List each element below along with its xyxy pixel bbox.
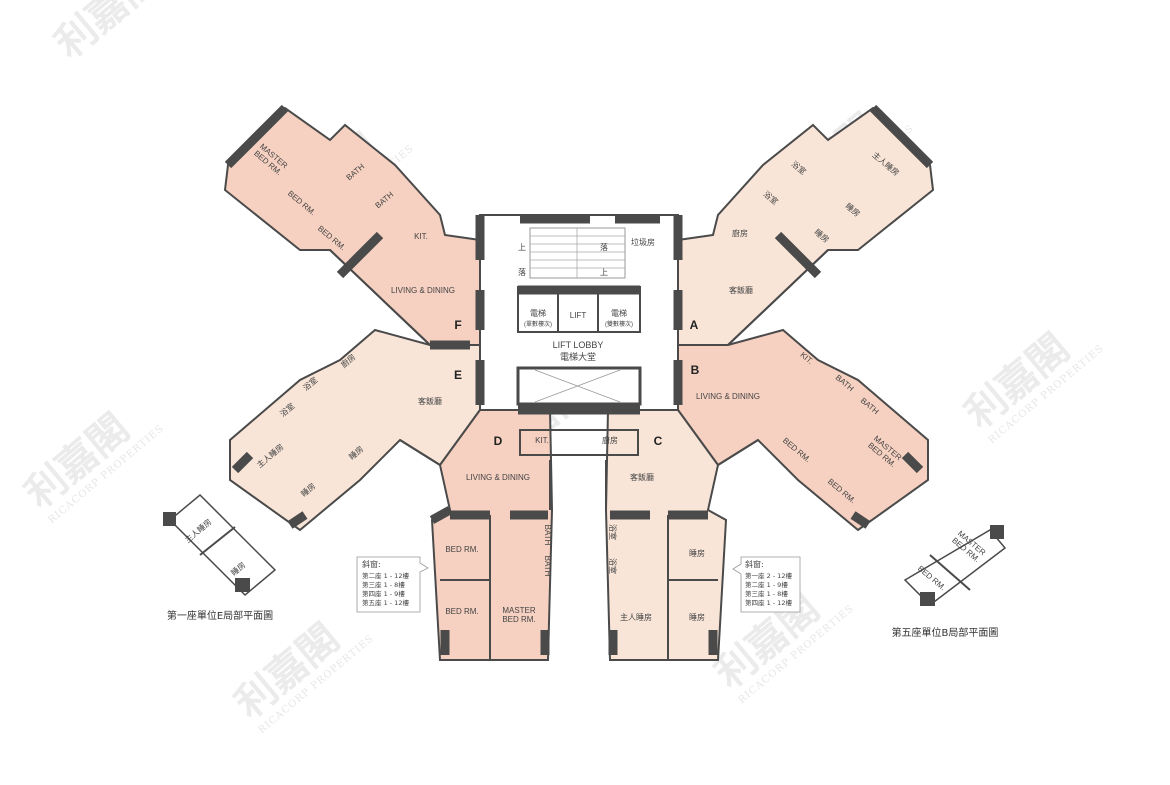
staircase [529, 227, 626, 279]
room-label: MASTER [502, 606, 536, 615]
unit-e-letter: E [454, 368, 462, 382]
lift-shaft [516, 366, 642, 406]
lift-odd-label: 電梯 [530, 308, 546, 318]
room-label: BED RM. [445, 545, 478, 554]
room-label: 睡房 [689, 548, 705, 558]
note-line: 第三座 1 - 8樓 [745, 589, 788, 598]
room-label: 廚房 [602, 435, 618, 445]
watermark: 利嘉閣 [47, 0, 168, 68]
unit-c-letter: C [654, 434, 663, 448]
note-title: 斜窗: [362, 559, 381, 569]
note-line: 第五座 1 - 12樓 [362, 598, 409, 607]
lift-even-sub: (雙數樓次) [605, 320, 633, 328]
refuse-room-label: 垃圾房 [631, 237, 655, 247]
room-label: 浴室 [608, 524, 618, 540]
note-line: 第二座 1 - 12樓 [362, 571, 409, 580]
stair-up-label: 上 [600, 268, 608, 277]
lift-lobby-label-cn: 電梯大堂 [560, 351, 596, 362]
room-label: 客飯廳 [729, 285, 753, 295]
note-line: 第一座 2 - 12樓 [745, 571, 792, 580]
note-line: 第四座 1 - 9樓 [362, 589, 405, 598]
unit-f [223, 106, 481, 346]
room-label: 睡房 [689, 612, 705, 622]
room-label: 浴室 [608, 558, 618, 574]
unit-d-letter: D [494, 434, 503, 448]
note-line: 第三座 1 - 8樓 [362, 580, 405, 589]
stair-down-label: 落 [600, 242, 608, 252]
lift-label: LIFT [570, 311, 587, 320]
room-label: BATH [543, 556, 552, 577]
room-label: 主人睡房 [620, 612, 652, 622]
stair-down-label: 落 [518, 267, 526, 277]
structural-walls [224, 104, 934, 655]
room-label: BATH [543, 525, 552, 546]
unit-b-letter: B [691, 363, 700, 377]
inset-left-plan: 主人睡房 睡房 第一座單位E局部平面圖 [163, 493, 277, 622]
stair-treads [530, 228, 625, 278]
room-label: BED RM. [445, 607, 478, 616]
lift-even-label: 電梯 [611, 308, 627, 318]
inset-left-caption: 第一座單位E局部平面圖 [167, 609, 273, 622]
note-left: 斜窗: 第二座 1 - 12樓 第三座 1 - 8樓 第四座 1 - 9樓 第五… [356, 556, 429, 613]
room-label: KIT. [414, 232, 428, 241]
room-label: LIVING & DINING [696, 392, 760, 401]
note-title: 斜窗: [745, 559, 764, 569]
lift-odd-sub: (單數樓次) [524, 320, 552, 328]
room-label: 客飯廳 [630, 472, 654, 482]
room-label: KIT. [535, 436, 549, 445]
partitions [329, 249, 829, 660]
unit-a-letter: A [690, 318, 699, 332]
room-label: 客飯廳 [418, 396, 442, 406]
stair-up-label: 上 [518, 243, 526, 252]
inset-right-caption: 第五座單位B局部平面圖 [892, 626, 999, 639]
room-label: BED RM. [502, 615, 535, 624]
room-label: LIVING & DINING [391, 286, 455, 295]
unit-f-letter: F [454, 318, 461, 332]
note-line: 第二座 1 - 9樓 [745, 580, 788, 589]
lift-lobby-label: LIFT LOBBY [553, 340, 604, 350]
note-right: 斜窗: 第一座 2 - 12樓 第二座 1 - 9樓 第三座 1 - 8樓 第四… [732, 556, 801, 613]
room-label: LIVING & DINING [466, 473, 530, 482]
room-label: 廚房 [732, 228, 748, 238]
note-line: 第四座 1 - 12樓 [745, 598, 792, 607]
unit-a [677, 106, 935, 346]
